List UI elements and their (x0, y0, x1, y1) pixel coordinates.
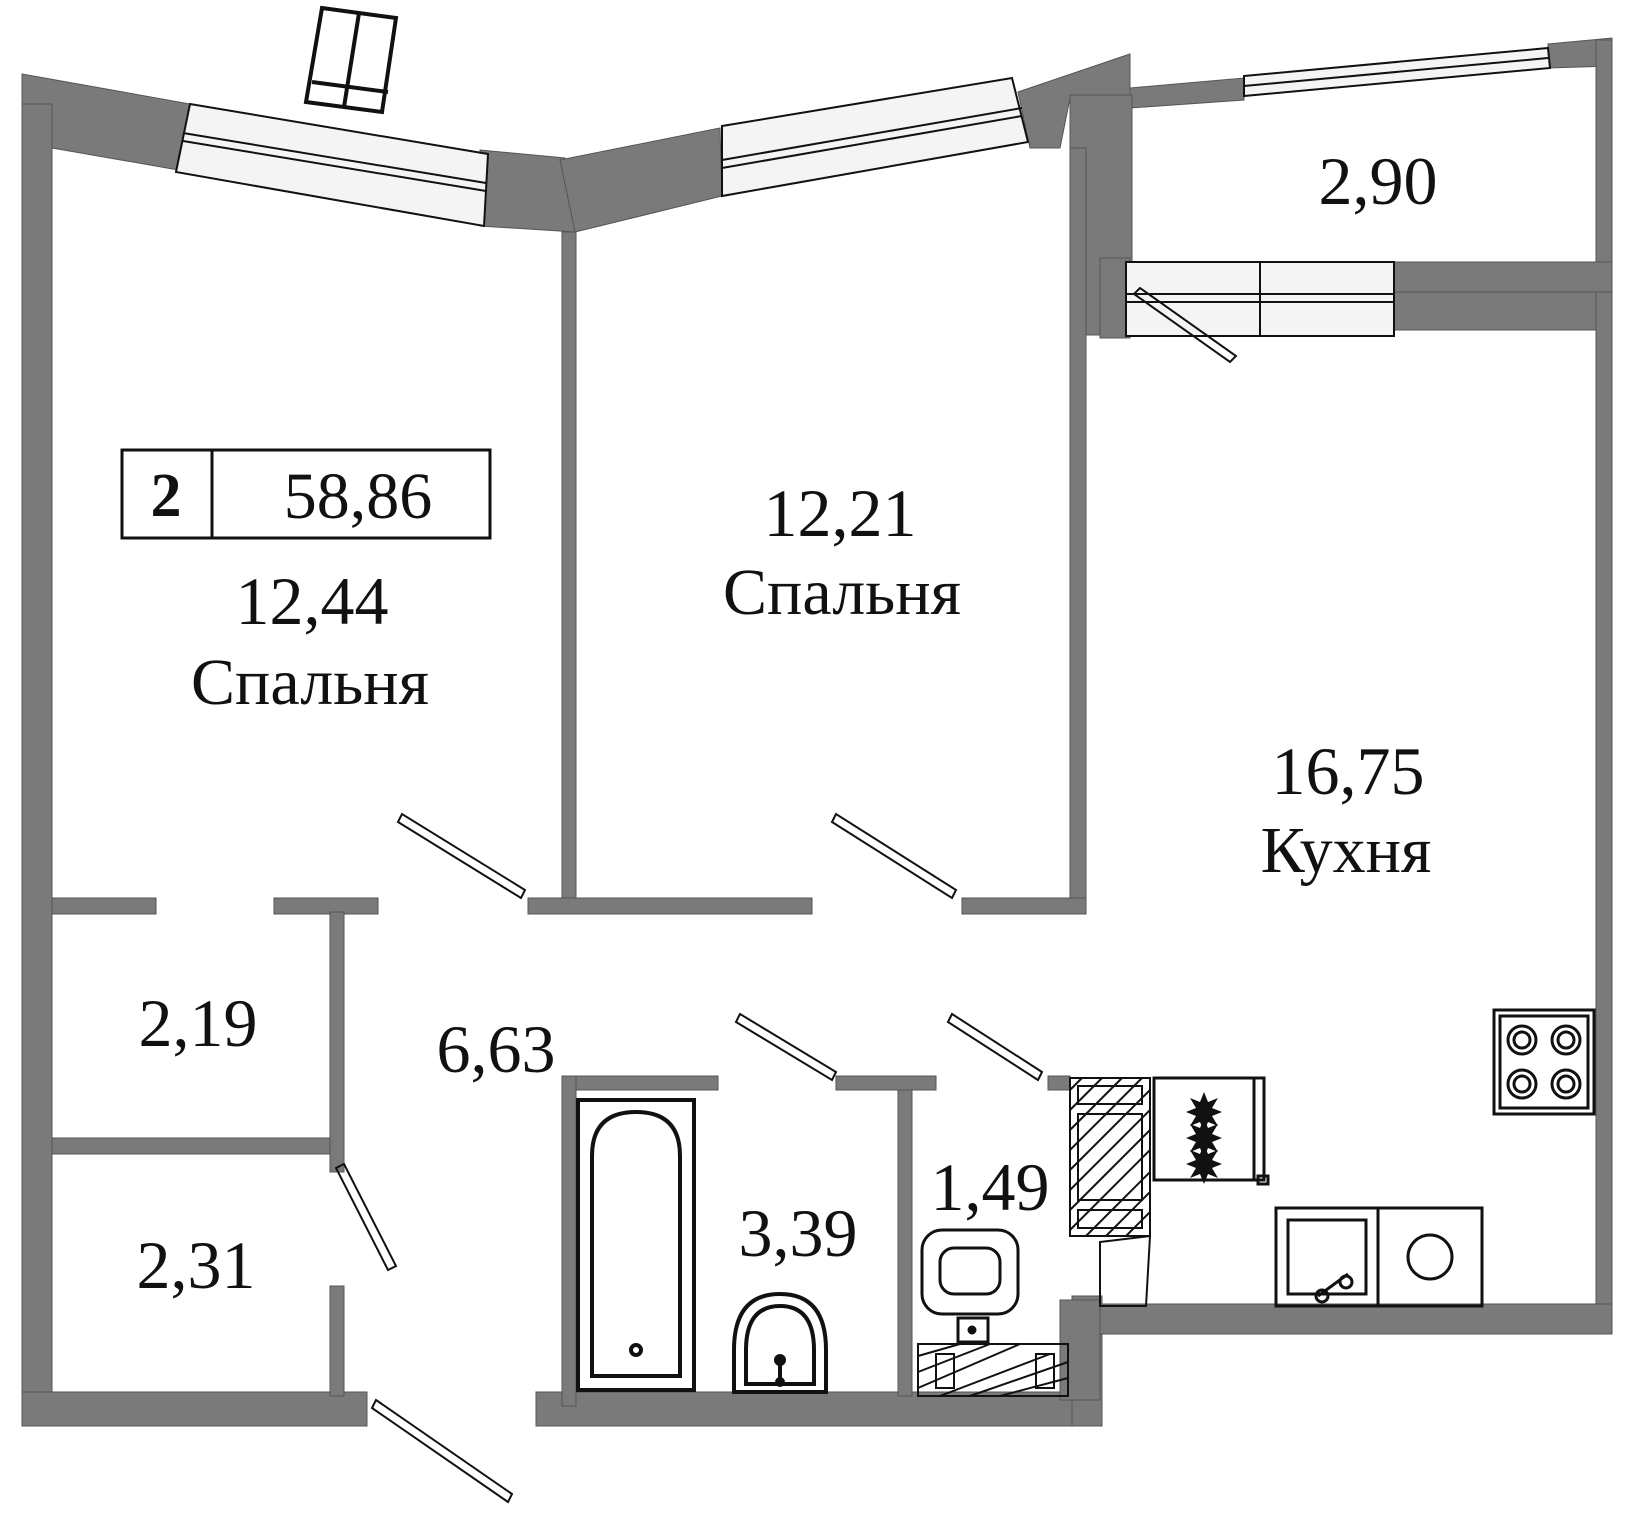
hallway-area: 6,63 (437, 1011, 556, 1087)
bathroom-area: 3,39 (739, 1195, 858, 1271)
walls (21, 37, 1613, 1427)
wall-bedroom2-right (1069, 147, 1087, 905)
total-area: 58,86 (284, 460, 433, 533)
door-toilet (946, 1012, 1044, 1082)
wall-kitchen-top-right-b (1393, 291, 1613, 331)
wall-top-mid-left (559, 127, 723, 233)
ventilation-shaft-icon (1069, 1077, 1152, 1307)
wall-left (21, 103, 53, 1425)
wall-bottom-left (21, 1391, 368, 1427)
wall-bottom-mid (535, 1391, 1102, 1427)
wall-storage-vertical-a (329, 911, 345, 1173)
storage-1-area: 2,19 (139, 985, 258, 1061)
window-kitchen-a (1125, 261, 1261, 337)
door-storage (334, 1162, 398, 1272)
storage-2-area: 2,31 (137, 1227, 256, 1303)
doors (334, 286, 1238, 1504)
toilet-area: 1,49 (931, 1149, 1050, 1225)
bathtub-icon (576, 1098, 696, 1392)
kitchen-area: 16,75 (1272, 733, 1425, 809)
balcony-area: 2,90 (1319, 143, 1438, 219)
window-bedroom2 (721, 76, 1030, 198)
wall-storage-vertical-b (329, 1285, 345, 1397)
wall-bedroom2-bottom-b (961, 897, 1087, 915)
wall-bedroom1-bottom-a (51, 897, 157, 915)
door-bedroom2 (830, 812, 958, 900)
wall-bedroom1-bottom-b (273, 897, 379, 915)
window-kitchen-b (1259, 261, 1395, 337)
toilet-icon (920, 1228, 1020, 1344)
wall-bedroom2-bottom-a (527, 897, 813, 915)
wall-bath-right (897, 1089, 913, 1397)
wall-bottom-right (1099, 1303, 1613, 1335)
wall-toilet-right (1059, 1299, 1101, 1401)
rooms-count: 2 (151, 462, 182, 530)
door-bath (734, 1012, 838, 1082)
kitchen-sink-icon (1274, 1206, 1380, 1308)
kitchen-name: Кухня (1261, 814, 1432, 887)
windows (174, 46, 1552, 337)
wall-bath-top-b (835, 1075, 937, 1091)
wall-bath-left (561, 1075, 577, 1407)
wardrobe-icon (303, 5, 399, 115)
wall-toilet-top (1047, 1075, 1071, 1091)
bedroom-2-name: Спальня (723, 556, 961, 629)
wall-bedroom-divider (561, 231, 577, 905)
sink-icon (732, 1291, 828, 1394)
wall-balcony-right (1595, 39, 1613, 266)
wall-bath-top (561, 1075, 719, 1091)
bedroom-2-area: 12,21 (764, 475, 917, 551)
door-entrance (370, 1398, 514, 1504)
burner-marks-icon (1186, 1092, 1222, 1184)
washing-machine-icon (1376, 1206, 1484, 1308)
wall-right (1595, 291, 1613, 1335)
stove-icon (1492, 1008, 1596, 1116)
shaft-icon (917, 1343, 1069, 1397)
door-bedroom1 (396, 812, 527, 900)
apartment-badge: 2 58,86 (120, 448, 492, 540)
wall-storage-divider (51, 1137, 333, 1155)
bedroom-1-name: Спальня (191, 646, 429, 719)
wall-balcony-top (1129, 77, 1245, 109)
bedroom-1-area: 12,44 (236, 563, 389, 639)
door-kitchen-window (1132, 286, 1238, 364)
